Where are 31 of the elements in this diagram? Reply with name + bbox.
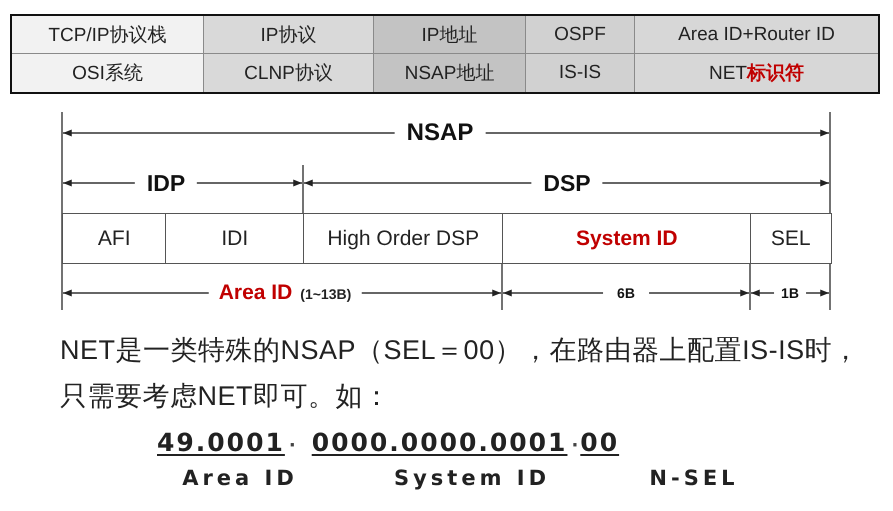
size-label: (1~13B) bbox=[300, 286, 352, 302]
table-cell: IS-IS bbox=[526, 54, 635, 92]
table-cell: NET标识符 bbox=[635, 54, 878, 92]
field-caption: Area ID bbox=[182, 466, 298, 490]
dimension-label: DSP bbox=[543, 170, 591, 196]
table-cell: NSAP地址 bbox=[374, 54, 526, 92]
dimension-label: Area ID bbox=[218, 280, 292, 306]
table-cell: IP协议 bbox=[204, 16, 374, 54]
net-address-part: 49.0001 bbox=[157, 428, 285, 457]
net-address-part: 0000.0000.0001 bbox=[312, 428, 568, 457]
separator: · bbox=[288, 435, 296, 456]
net-address-part: 00 bbox=[580, 428, 620, 457]
size-label: 1B bbox=[781, 284, 799, 302]
size-label: 6B bbox=[617, 284, 635, 302]
field-caption: N-SEL bbox=[649, 466, 739, 490]
field-box: System ID bbox=[502, 213, 752, 264]
table-cell: CLNP协议 bbox=[204, 54, 374, 92]
note-text: NET是一类特殊的NSAP（SEL＝00），在路由器上配置IS-IS时，只需要考虑NET即可。如： bbox=[60, 334, 861, 413]
field-box: IDI bbox=[165, 213, 304, 264]
field-caption: System ID bbox=[394, 466, 550, 490]
table-cell: IP地址 bbox=[374, 16, 526, 54]
dimension-label: NSAP bbox=[406, 119, 474, 147]
dimension-label: IDP bbox=[146, 170, 186, 196]
field-box: High Order DSP bbox=[303, 213, 504, 264]
table-cell: OSPF bbox=[526, 16, 635, 54]
separator: · bbox=[571, 435, 578, 456]
table-cell: TCP/IP协议栈 bbox=[12, 16, 204, 54]
field-box: SEL bbox=[750, 213, 832, 264]
field-box: AFI bbox=[62, 213, 166, 264]
table-cell: Area ID+Router ID bbox=[635, 16, 878, 54]
table-cell: OSI系统 bbox=[12, 54, 204, 92]
